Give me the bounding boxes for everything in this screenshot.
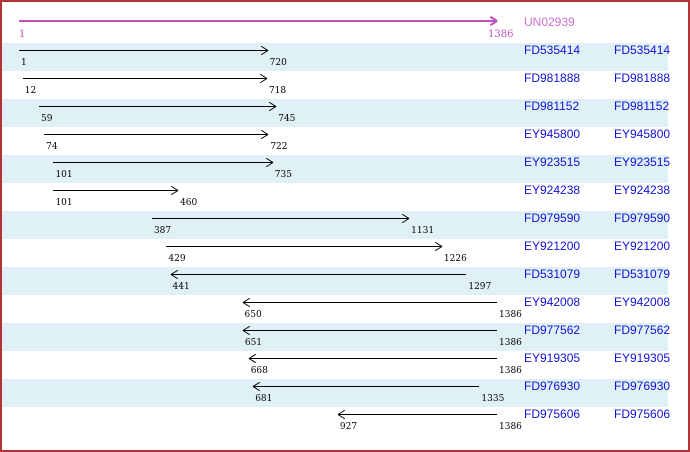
end-coordinate: 722 <box>270 142 288 152</box>
accession-link-secondary[interactable]: FD976930 <box>614 379 671 393</box>
end-coordinate: 1386 <box>499 422 522 432</box>
end-coordinate: 460 <box>180 198 198 208</box>
accession-link-secondary[interactable]: FD977562 <box>614 323 671 337</box>
start-coordinate: 668 <box>250 366 268 376</box>
end-coordinate: 735 <box>274 170 292 180</box>
accession-link-primary[interactable]: EY924238 <box>524 183 581 197</box>
accession-link-primary[interactable]: FD981152 <box>524 99 580 113</box>
arrow-shaft <box>248 358 497 359</box>
start-coordinate: 927 <box>339 422 358 432</box>
end-coordinate: 718 <box>268 86 287 96</box>
start-coordinate: 101 <box>55 170 73 180</box>
arrow-shaft <box>44 134 269 135</box>
arrow-shaft <box>53 190 179 191</box>
accession-link-primary[interactable]: EY942008 <box>524 295 581 309</box>
accession-link-primary[interactable]: FD979590 <box>524 211 581 225</box>
alignment-row: 12 718 FD981888 FD981888 <box>2 71 671 99</box>
arrow-shaft <box>170 274 467 275</box>
alignment-row: 1 720 FD535414 FD535414 <box>2 43 671 71</box>
arrow-shaft <box>38 106 277 107</box>
accession-link-secondary[interactable]: FD981888 <box>614 71 671 85</box>
alignment-row: 101 460 EY924238 EY924238 <box>2 183 671 211</box>
arrow-shaft <box>22 78 267 79</box>
accession-link-primary[interactable]: FD977562 <box>524 323 581 337</box>
end-coordinate: 1335 <box>481 394 505 404</box>
accession-link-secondary[interactable]: FD535414 <box>614 43 671 57</box>
arrow-shaft <box>242 330 497 331</box>
arrow-shaft <box>19 20 497 22</box>
reference-accession-link[interactable]: UN02939 <box>524 15 575 29</box>
start-coordinate: 387 <box>153 226 172 236</box>
alignment-row: 681 1335 FD976930 FD976930 <box>2 379 671 407</box>
accession-link-primary[interactable]: EY919305 <box>524 351 581 365</box>
end-coordinate: 745 <box>278 114 296 124</box>
reference-end-coordinate: 1386 <box>488 29 514 40</box>
end-coordinate: 1386 <box>499 366 522 376</box>
accession-link-primary[interactable]: FD535414 <box>524 43 581 57</box>
start-coordinate: 650 <box>244 310 262 320</box>
accession-link-secondary[interactable]: EY923515 <box>614 155 671 169</box>
accession-link-secondary[interactable]: EY945800 <box>614 127 671 141</box>
accession-link-primary[interactable]: EY921200 <box>524 239 581 253</box>
alignment-row: 441 1297 FD531079 FD531079 <box>2 267 671 295</box>
arrow-shaft <box>151 218 410 219</box>
accession-link-secondary[interactable]: EY919305 <box>614 351 671 365</box>
start-coordinate: 1 <box>21 58 27 68</box>
start-coordinate: 429 <box>168 254 186 264</box>
accession-link-secondary[interactable]: EY924238 <box>614 183 671 197</box>
accession-link-secondary[interactable]: EY942008 <box>614 295 671 309</box>
accession-link-secondary[interactable]: FD531079 <box>614 267 671 281</box>
reference-start-coordinate: 1 <box>19 29 26 40</box>
end-coordinate: 1386 <box>499 310 522 320</box>
reference-row: UN02939 1 1386 <box>2 2 668 43</box>
accession-link-secondary[interactable]: FD975606 <box>614 407 671 421</box>
start-coordinate: 74 <box>46 142 58 152</box>
start-coordinate: 651 <box>244 338 263 348</box>
end-coordinate: 1297 <box>468 282 492 292</box>
end-coordinate: 1386 <box>499 338 522 348</box>
end-coordinate: 720 <box>269 58 287 68</box>
arrow-shaft <box>337 414 497 415</box>
arrow-shaft <box>166 246 442 247</box>
accession-link-secondary[interactable]: FD979590 <box>614 211 671 225</box>
start-coordinate: 12 <box>24 86 37 96</box>
start-coordinate: 59 <box>40 114 53 124</box>
arrow-shaft <box>242 302 497 303</box>
alignment-row: 387 1131 FD979590 FD979590 <box>2 211 671 239</box>
start-coordinate: 441 <box>172 282 190 292</box>
accession-link-secondary[interactable]: EY921200 <box>614 239 671 253</box>
accession-link-primary[interactable]: EY945800 <box>524 127 581 141</box>
arrow-shaft <box>53 162 273 163</box>
arrow-shaft <box>253 386 480 387</box>
alignment-row: 59 745 FD981152 FD981152 <box>2 99 670 127</box>
alignment-row: 74 722 EY945800 EY945800 <box>2 127 671 155</box>
accession-link-primary[interactable]: FD975606 <box>524 407 581 421</box>
arrow-shaft <box>19 50 268 51</box>
accession-link-primary[interactable]: FD976930 <box>524 379 581 393</box>
accession-link-primary[interactable]: EY923515 <box>524 155 581 169</box>
start-coordinate: 101 <box>55 198 73 208</box>
accession-link-secondary[interactable]: FD981152 <box>614 99 670 113</box>
accession-link-primary[interactable]: FD531079 <box>524 267 581 281</box>
alignment-row: 101 735 EY923515 EY923515 <box>2 155 671 183</box>
start-coordinate: 681 <box>255 394 273 404</box>
end-coordinate: 1131 <box>411 226 435 236</box>
accession-link-primary[interactable]: FD981888 <box>524 71 581 85</box>
end-coordinate: 1226 <box>443 254 467 264</box>
alignment-row: 429 1226 EY921200 EY921200 <box>2 239 671 267</box>
